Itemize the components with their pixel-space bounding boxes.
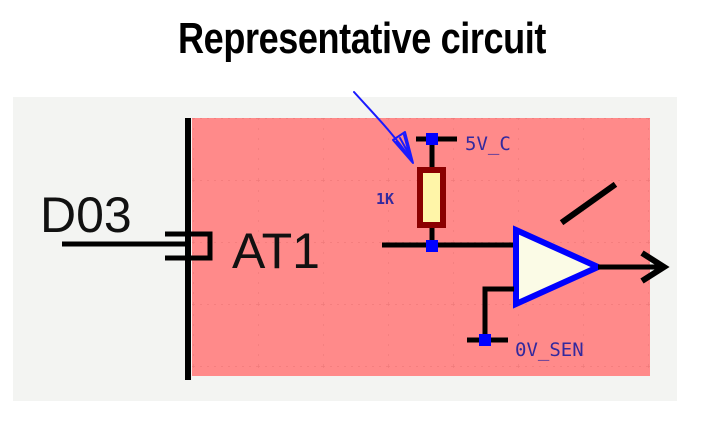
supply-junction-dot xyxy=(426,133,438,145)
ground-junction-dot xyxy=(479,334,491,346)
resistor-value-label: 1K xyxy=(376,190,394,208)
supply-net-label: 5V_C xyxy=(465,133,511,155)
diagram-title: Representative circuit xyxy=(178,14,546,63)
annotation-arrow xyxy=(353,91,414,164)
component-area xyxy=(192,118,650,376)
reference-wire xyxy=(482,286,514,340)
output-arrowhead xyxy=(640,250,670,284)
ground-net-label: 0V_SEN xyxy=(515,339,584,361)
input-connector xyxy=(165,231,213,261)
amplifier-symbol xyxy=(513,225,606,309)
component-boundary-line xyxy=(185,118,191,380)
signal-junction-dot xyxy=(426,240,438,252)
resistor xyxy=(417,167,446,228)
component-label: AT1 xyxy=(232,223,320,279)
adjustable-slash xyxy=(559,181,618,226)
input-net-label: D03 xyxy=(40,187,132,243)
